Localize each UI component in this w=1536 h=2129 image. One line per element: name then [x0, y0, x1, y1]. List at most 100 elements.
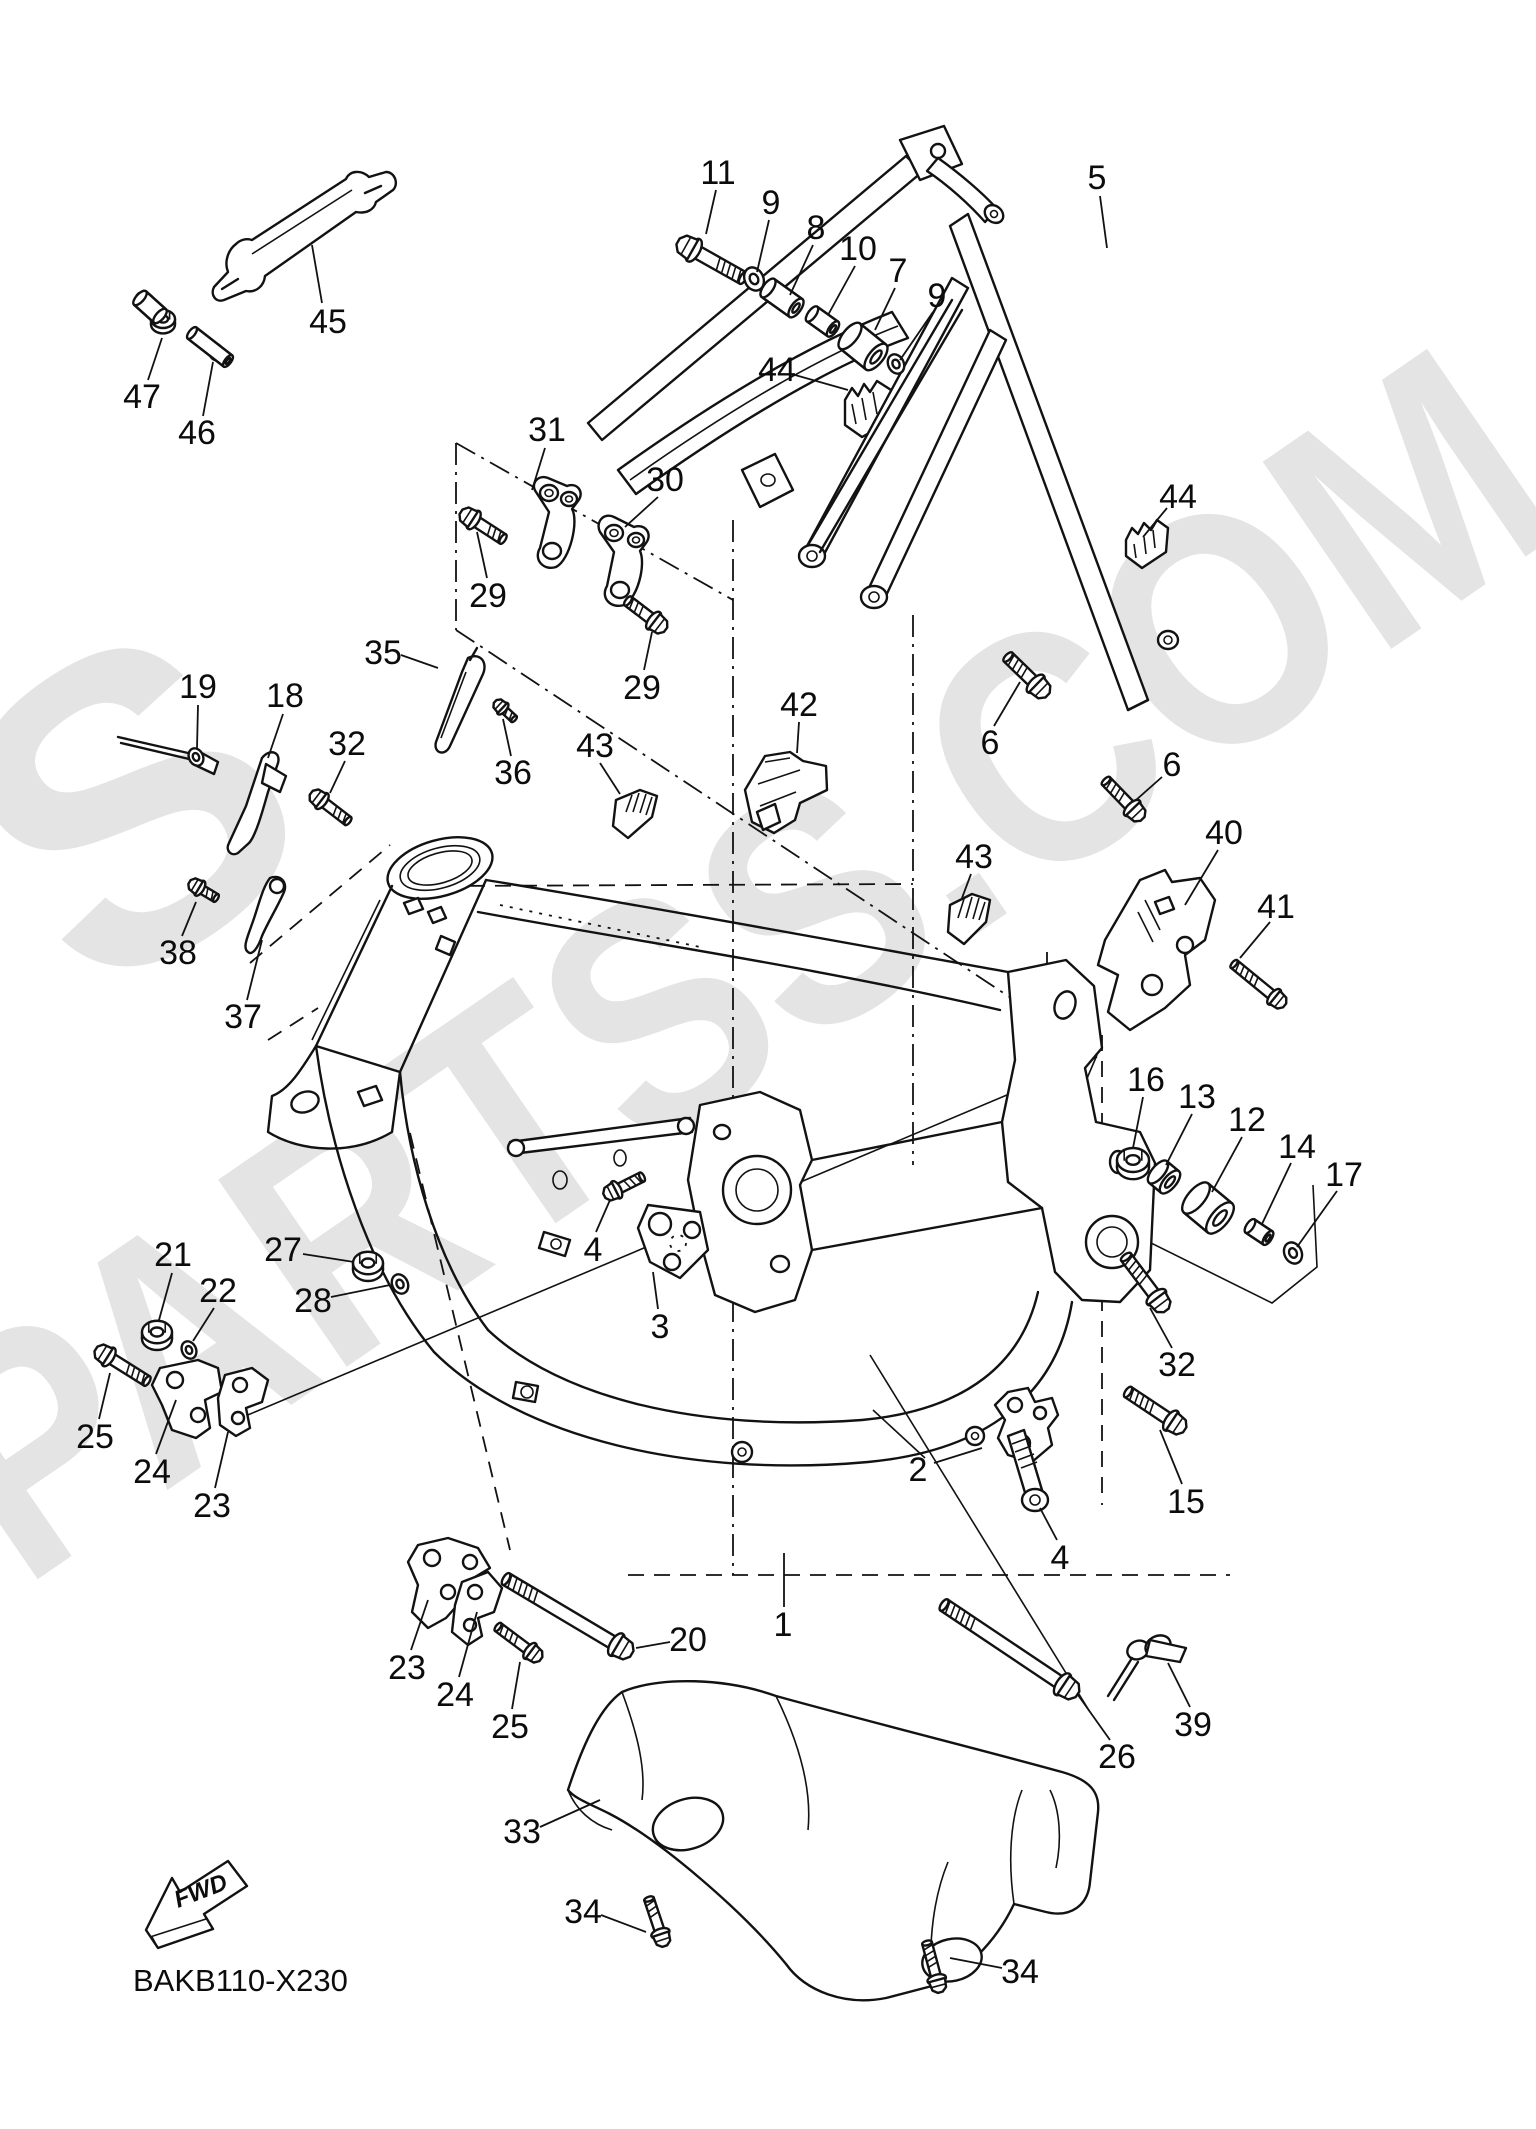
callout-36-17: 36: [494, 718, 532, 792]
callout-leader-line: [330, 1284, 391, 1298]
collar-10: [804, 305, 841, 338]
callout-5-10: 5: [1088, 159, 1108, 249]
callout-3-43: 3: [651, 1271, 669, 1346]
callout-leader-line: [410, 1599, 429, 1651]
callout-leader-line: [158, 1272, 173, 1321]
callout-leader-line: [1135, 776, 1163, 801]
callout-27-35: 27: [264, 1231, 355, 1269]
part-number-label: 27: [264, 1231, 302, 1269]
callout-leader-line: [246, 939, 263, 1001]
bracket-31: [532, 475, 582, 570]
washer-19: [187, 747, 205, 767]
bolt-32a: [308, 788, 353, 827]
callout-9-8: 9: [899, 277, 947, 361]
bolt-25b: [493, 1621, 544, 1664]
part-number-label: 34: [1001, 1953, 1039, 1991]
callout-leader-line: [794, 374, 849, 391]
washer-22: [180, 1340, 198, 1360]
part-number-label: 4: [584, 1231, 603, 1269]
lever-18: [226, 751, 288, 856]
callout-leader-line: [874, 287, 896, 331]
guide-plate-40: [1096, 868, 1217, 1032]
lever-37: [244, 875, 287, 955]
callout-leader-line: [214, 1431, 229, 1489]
callout-20-51: 20: [635, 1621, 707, 1659]
part-number-label: 16: [1127, 1061, 1165, 1099]
part-number-label: 41: [1257, 888, 1295, 926]
part-number-label: 8: [807, 209, 826, 247]
bolt-11: [675, 234, 749, 286]
callout-leader-line: [1142, 507, 1168, 538]
part-number-label: 39: [1174, 1706, 1212, 1744]
callout-14-33: 14: [1261, 1128, 1316, 1225]
callout-leader-line: [98, 1372, 111, 1420]
diagram-code: BAKB110-X230: [133, 1963, 348, 1998]
part-number-label: 25: [491, 1708, 529, 1746]
callout-6-24: 6: [981, 681, 1021, 762]
callout-32-46: 32: [1149, 1307, 1196, 1384]
callout-leader-line: [827, 265, 856, 316]
bolt-6b: [1100, 775, 1147, 823]
callout-leader-line: [476, 531, 488, 579]
callout-leader-line: [458, 1611, 478, 1678]
callout-23-48: 23: [388, 1599, 429, 1687]
part-number-label: 37: [224, 998, 262, 1036]
nut-16: [1115, 1146, 1151, 1181]
callout-17-34: 17: [1296, 1156, 1363, 1248]
callout-leader-line: [1149, 1307, 1173, 1349]
callout-4-45: 4: [1039, 1507, 1070, 1577]
wrench-45: [211, 170, 397, 302]
callout-leader-line: [267, 713, 284, 759]
part-number-label: 10: [839, 230, 877, 268]
callout-leader-line: [705, 189, 717, 235]
damper-43-front: [611, 788, 659, 840]
part-number-label: 9: [928, 277, 947, 315]
part-number-label: 6: [1163, 746, 1182, 784]
part-number-label: 14: [1278, 1128, 1316, 1166]
callout-leader-line: [196, 704, 199, 749]
callout-19-18: 19: [179, 668, 217, 749]
callout-47-1: 47: [123, 337, 163, 416]
part-number-label: 36: [494, 754, 532, 792]
callout-31-12: 31: [528, 411, 566, 491]
pin-39: [1106, 1634, 1188, 1702]
callout-leader-line: [949, 1957, 1003, 1969]
bolt-29a: [458, 506, 508, 546]
fwd-arrow-icon: FWD: [144, 1859, 249, 1950]
callout-46-2: 46: [178, 361, 216, 452]
part-number-label: 35: [364, 634, 402, 672]
bracket-24-front: [216, 1366, 270, 1438]
callout-23-41: 23: [193, 1431, 231, 1525]
nut-27: [351, 1250, 385, 1283]
bolt-26: [938, 1598, 1081, 1701]
callout-leader-line: [993, 681, 1021, 727]
bracket-24-rear: [450, 1570, 504, 1647]
part-number-label: 18: [266, 677, 304, 715]
part-number-label: 11: [700, 154, 735, 192]
part-number-label: 31: [528, 411, 566, 449]
part-number-label: 46: [178, 414, 216, 452]
callout-leader-line: [624, 496, 659, 528]
part-number-label: 30: [646, 461, 684, 499]
part-number-label: 32: [1158, 1346, 1196, 1384]
callout-4-42: 4: [584, 1199, 611, 1269]
part-number-label: 24: [436, 1676, 474, 1714]
callout-13-31: 13: [1165, 1078, 1216, 1166]
bolt-4a: [602, 1171, 647, 1202]
callout-33-53: 33: [503, 1799, 601, 1851]
engine-bracket-3: [636, 1203, 710, 1280]
callout-45-0: 45: [309, 244, 347, 341]
callout-25-39: 25: [76, 1372, 114, 1456]
part-number-label: 4: [1051, 1539, 1070, 1577]
bolt-6a: [1002, 651, 1052, 700]
washer-17: [1282, 1241, 1304, 1265]
washer-9a: [742, 266, 766, 292]
callout-leader-line: [192, 1307, 215, 1342]
callout-leader-line: [202, 361, 214, 417]
part-number-label: 44: [1159, 478, 1197, 516]
callout-42-22: 42: [780, 686, 818, 754]
callout-1-52: 1: [774, 1553, 792, 1644]
callout-leader-line: [400, 654, 439, 669]
